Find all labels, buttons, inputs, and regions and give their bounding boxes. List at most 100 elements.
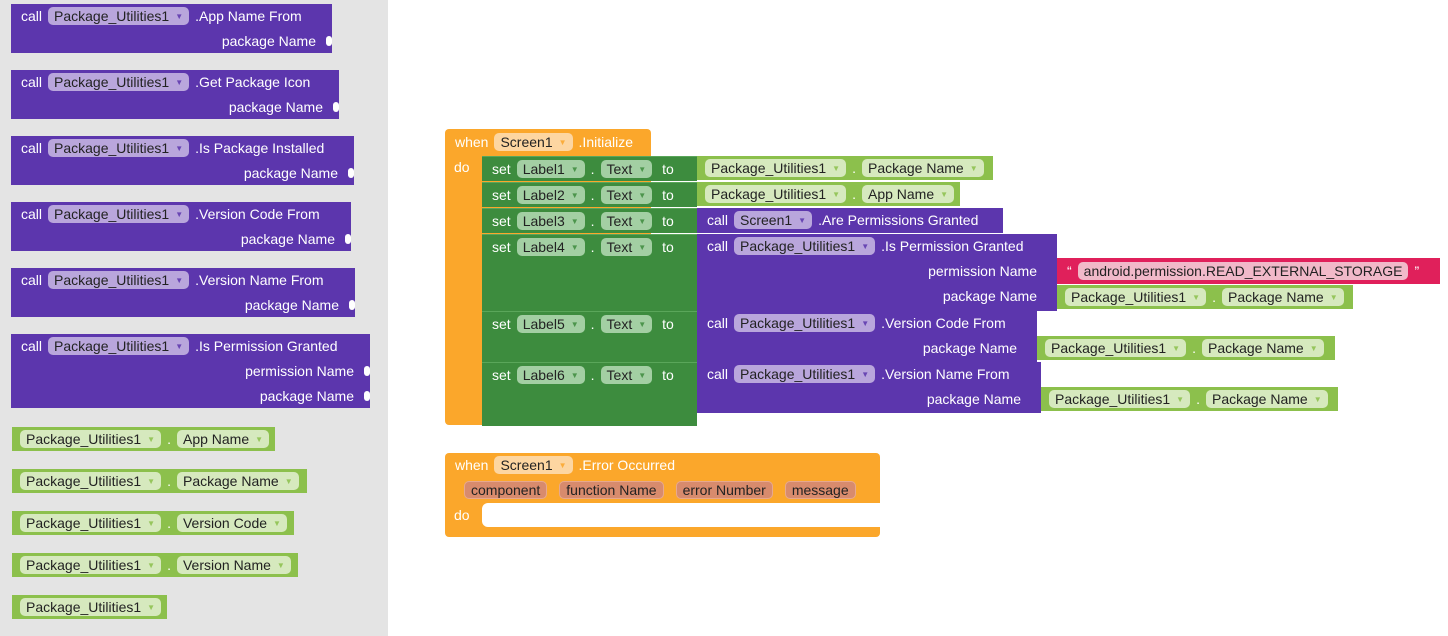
palette-getter-block[interactable]: Package_Utilities1▼ xyxy=(12,595,167,619)
component-dropdown[interactable]: Screen1▼ xyxy=(494,133,573,151)
property-dropdown[interactable]: Text▼ xyxy=(600,160,653,178)
getter-package-name[interactable]: Package_Utilities1▼.Package Name▼ xyxy=(1041,387,1338,411)
property-dropdown[interactable]: Package Name▼ xyxy=(1221,288,1344,306)
param-label: package Name xyxy=(228,99,323,115)
label-dropdown[interactable]: Label1▼ xyxy=(516,160,585,178)
component-dropdown[interactable]: Screen1▼ xyxy=(494,456,573,474)
getter-package-name[interactable]: Package_Utilities1▼.Package Name▼ xyxy=(1057,285,1353,309)
text-string-block[interactable]: “android.permission.READ_EXTERNAL_STORAG… xyxy=(1057,258,1440,284)
quote-close: ” xyxy=(1414,263,1420,279)
component-dropdown[interactable]: Screen1▼ xyxy=(734,211,813,229)
getter-package-name[interactable]: Package_Utilities1▼. Package Name▼ xyxy=(1037,336,1335,360)
call-method-block[interactable]: call Package_Utilities1▼ .Version Code Fro… xyxy=(11,202,351,251)
dot: . xyxy=(167,431,171,447)
component-dropdown[interactable]: Package_Utilities1▼ xyxy=(20,598,162,616)
getter-app-name[interactable]: Package_Utilities1▼.App Name▼ xyxy=(697,182,960,206)
palette-getter-block[interactable]: Package_Utilities1▼.Version Code▼ xyxy=(12,511,294,535)
param-component[interactable]: component xyxy=(464,481,548,499)
component-dropdown[interactable]: Package_Utilities1▼ xyxy=(1065,288,1207,306)
property-dropdown[interactable]: Version Name▼ xyxy=(176,556,291,574)
property-dropdown[interactable]: Package Name▼ xyxy=(176,472,299,490)
component-dropdown[interactable]: Package_Utilities1▼ xyxy=(1045,339,1187,357)
property-dropdown[interactable]: Package Name▼ xyxy=(861,159,984,177)
property-dropdown[interactable]: Package Name▼ xyxy=(1201,339,1324,357)
component-dropdown[interactable]: Package_Utilities1▼ xyxy=(734,314,876,332)
component-dropdown[interactable]: Package_Utilities1▼ xyxy=(20,430,162,448)
label-dropdown[interactable]: Label6▼ xyxy=(516,366,585,384)
empty-do-slot[interactable] xyxy=(482,503,880,527)
dropdown-arrow-icon: ▼ xyxy=(832,163,841,173)
label-dropdown[interactable]: Label4▼ xyxy=(516,238,585,256)
component-dropdown[interactable]: Package_Utilities1▼ xyxy=(20,556,162,574)
label-dropdown[interactable]: Label3▼ xyxy=(516,212,585,230)
property-dropdown[interactable]: Text▼ xyxy=(600,238,653,256)
property-dropdown[interactable]: App Name▼ xyxy=(861,185,955,203)
dropdown-arrow-icon: ▼ xyxy=(175,11,184,21)
param-message[interactable]: message xyxy=(784,481,856,499)
palette-getter-block[interactable]: Package_Utilities1▼. App Name▼ xyxy=(12,427,275,451)
param-label: package Name xyxy=(221,33,316,49)
component-dropdown[interactable]: Package_Utilities1▼ xyxy=(48,139,190,157)
input-socket xyxy=(348,168,354,178)
param-function-name[interactable]: function Name xyxy=(559,481,664,499)
palette-getter-block[interactable]: Package_Utilities1▼.Package Name▼ xyxy=(12,469,307,493)
label-dropdown[interactable]: Label5▼ xyxy=(516,315,585,333)
dot: . xyxy=(1192,340,1196,356)
component-dropdown[interactable]: Package_Utilities1▼ xyxy=(734,365,876,383)
component-dropdown[interactable]: Package_Utilities1▼ xyxy=(705,159,847,177)
component-dropdown[interactable]: Package_Utilities1▼ xyxy=(1049,390,1191,408)
component-dropdown[interactable]: Package_Utilities1▼ xyxy=(705,185,847,203)
set-keyword: set xyxy=(492,213,511,229)
dot: . xyxy=(852,160,856,176)
component-dropdown[interactable]: Package_Utilities1▼ xyxy=(48,7,190,25)
param-error-number[interactable]: error Number xyxy=(675,481,773,499)
method-name: .Version Name From xyxy=(195,272,324,288)
component-dropdown[interactable]: Package_Utilities1▼ xyxy=(20,472,162,490)
method-name: .Version Code From xyxy=(195,206,320,222)
property-dropdown[interactable]: Package Name▼ xyxy=(1205,390,1328,408)
call-keyword: call xyxy=(707,315,729,331)
dropdown-arrow-icon: ▼ xyxy=(638,370,647,380)
component-dropdown[interactable]: Package_Utilities1▼ xyxy=(734,237,876,255)
to-keyword: to xyxy=(662,213,674,229)
palette-getter-block[interactable]: Package_Utilities1▼.Version Name▼ xyxy=(12,553,298,577)
property-dropdown[interactable]: Version Code▼ xyxy=(176,514,287,532)
component-dropdown[interactable]: Package_Utilities1▼ xyxy=(48,73,190,91)
property-dropdown[interactable]: Text▼ xyxy=(600,212,653,230)
call-keyword: call xyxy=(21,206,43,222)
call-keyword: call xyxy=(707,212,729,228)
component-dropdown[interactable]: Package_Utilities1▼ xyxy=(48,271,190,289)
dropdown-arrow-icon: ▼ xyxy=(570,242,579,252)
component-dropdown[interactable]: Package_Utilities1▼ xyxy=(48,337,190,355)
label-dropdown[interactable]: Label2▼ xyxy=(516,186,585,204)
property-dropdown[interactable]: App Name▼ xyxy=(176,430,270,448)
dropdown-arrow-icon: ▼ xyxy=(1192,292,1201,302)
component-dropdown[interactable]: Package_Utilities1▼ xyxy=(48,205,190,223)
getter-package-name[interactable]: Package_Utilities1▼. Package Name▼ xyxy=(697,156,993,180)
property-dropdown[interactable]: Text▼ xyxy=(600,186,653,204)
screen1-error-occurred-event-block[interactable]: when Screen1▼ .Error Occurred component … xyxy=(445,453,880,537)
do-keyword: do xyxy=(454,507,470,523)
dropdown-arrow-icon: ▼ xyxy=(147,518,156,528)
dropdown-arrow-icon: ▼ xyxy=(638,242,647,252)
property-dropdown[interactable]: Text▼ xyxy=(600,315,653,333)
component-dropdown[interactable]: Package_Utilities1▼ xyxy=(20,514,162,532)
dot: . xyxy=(590,161,595,177)
property-dropdown[interactable]: Text▼ xyxy=(600,366,653,384)
string-value[interactable]: android.permission.READ_EXTERNAL_STORAGE xyxy=(1077,262,1409,280)
